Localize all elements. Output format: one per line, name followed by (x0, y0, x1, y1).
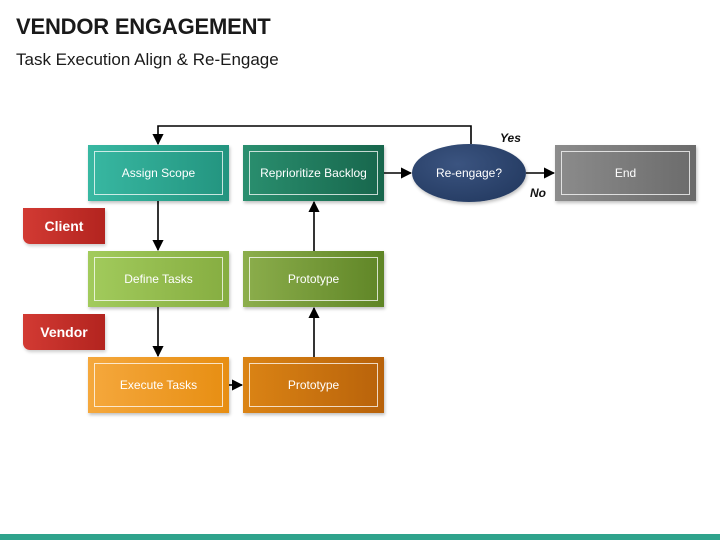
node-assign-scope: Assign Scope (88, 145, 229, 201)
node-re-engage-label: Re-engage? (435, 166, 503, 180)
role-tag-vendor: Vendor (23, 314, 105, 350)
node-reprioritize-backlog-label: Reprioritize Backlog (249, 151, 378, 195)
node-define-tasks: Define Tasks (88, 251, 229, 307)
arrow-loop-back-to-assign (152, 125, 472, 146)
node-re-engage-decision: Re-engage? (412, 144, 526, 202)
role-tag-client: Client (23, 208, 105, 244)
node-execute-tasks: Execute Tasks (88, 357, 229, 413)
page-title: VENDOR ENGAGEMENT (16, 14, 271, 39)
node-reprioritize-backlog: Reprioritize Backlog (243, 145, 384, 201)
bottom-accent-bar (0, 534, 720, 540)
page-subtitle: Task Execution Align & Re-Engage (16, 50, 279, 69)
node-execute-tasks-label: Execute Tasks (94, 363, 223, 407)
node-end-label: End (561, 151, 690, 195)
branch-label-no: No (530, 186, 546, 200)
node-prototype-bottom: Prototype (243, 357, 384, 413)
node-end: End (555, 145, 696, 201)
branch-label-yes: Yes (500, 131, 521, 145)
node-prototype-bottom-label: Prototype (249, 363, 378, 407)
node-assign-scope-label: Assign Scope (94, 151, 223, 195)
node-prototype-top: Prototype (243, 251, 384, 307)
node-prototype-top-label: Prototype (249, 257, 378, 301)
node-define-tasks-label: Define Tasks (94, 257, 223, 301)
